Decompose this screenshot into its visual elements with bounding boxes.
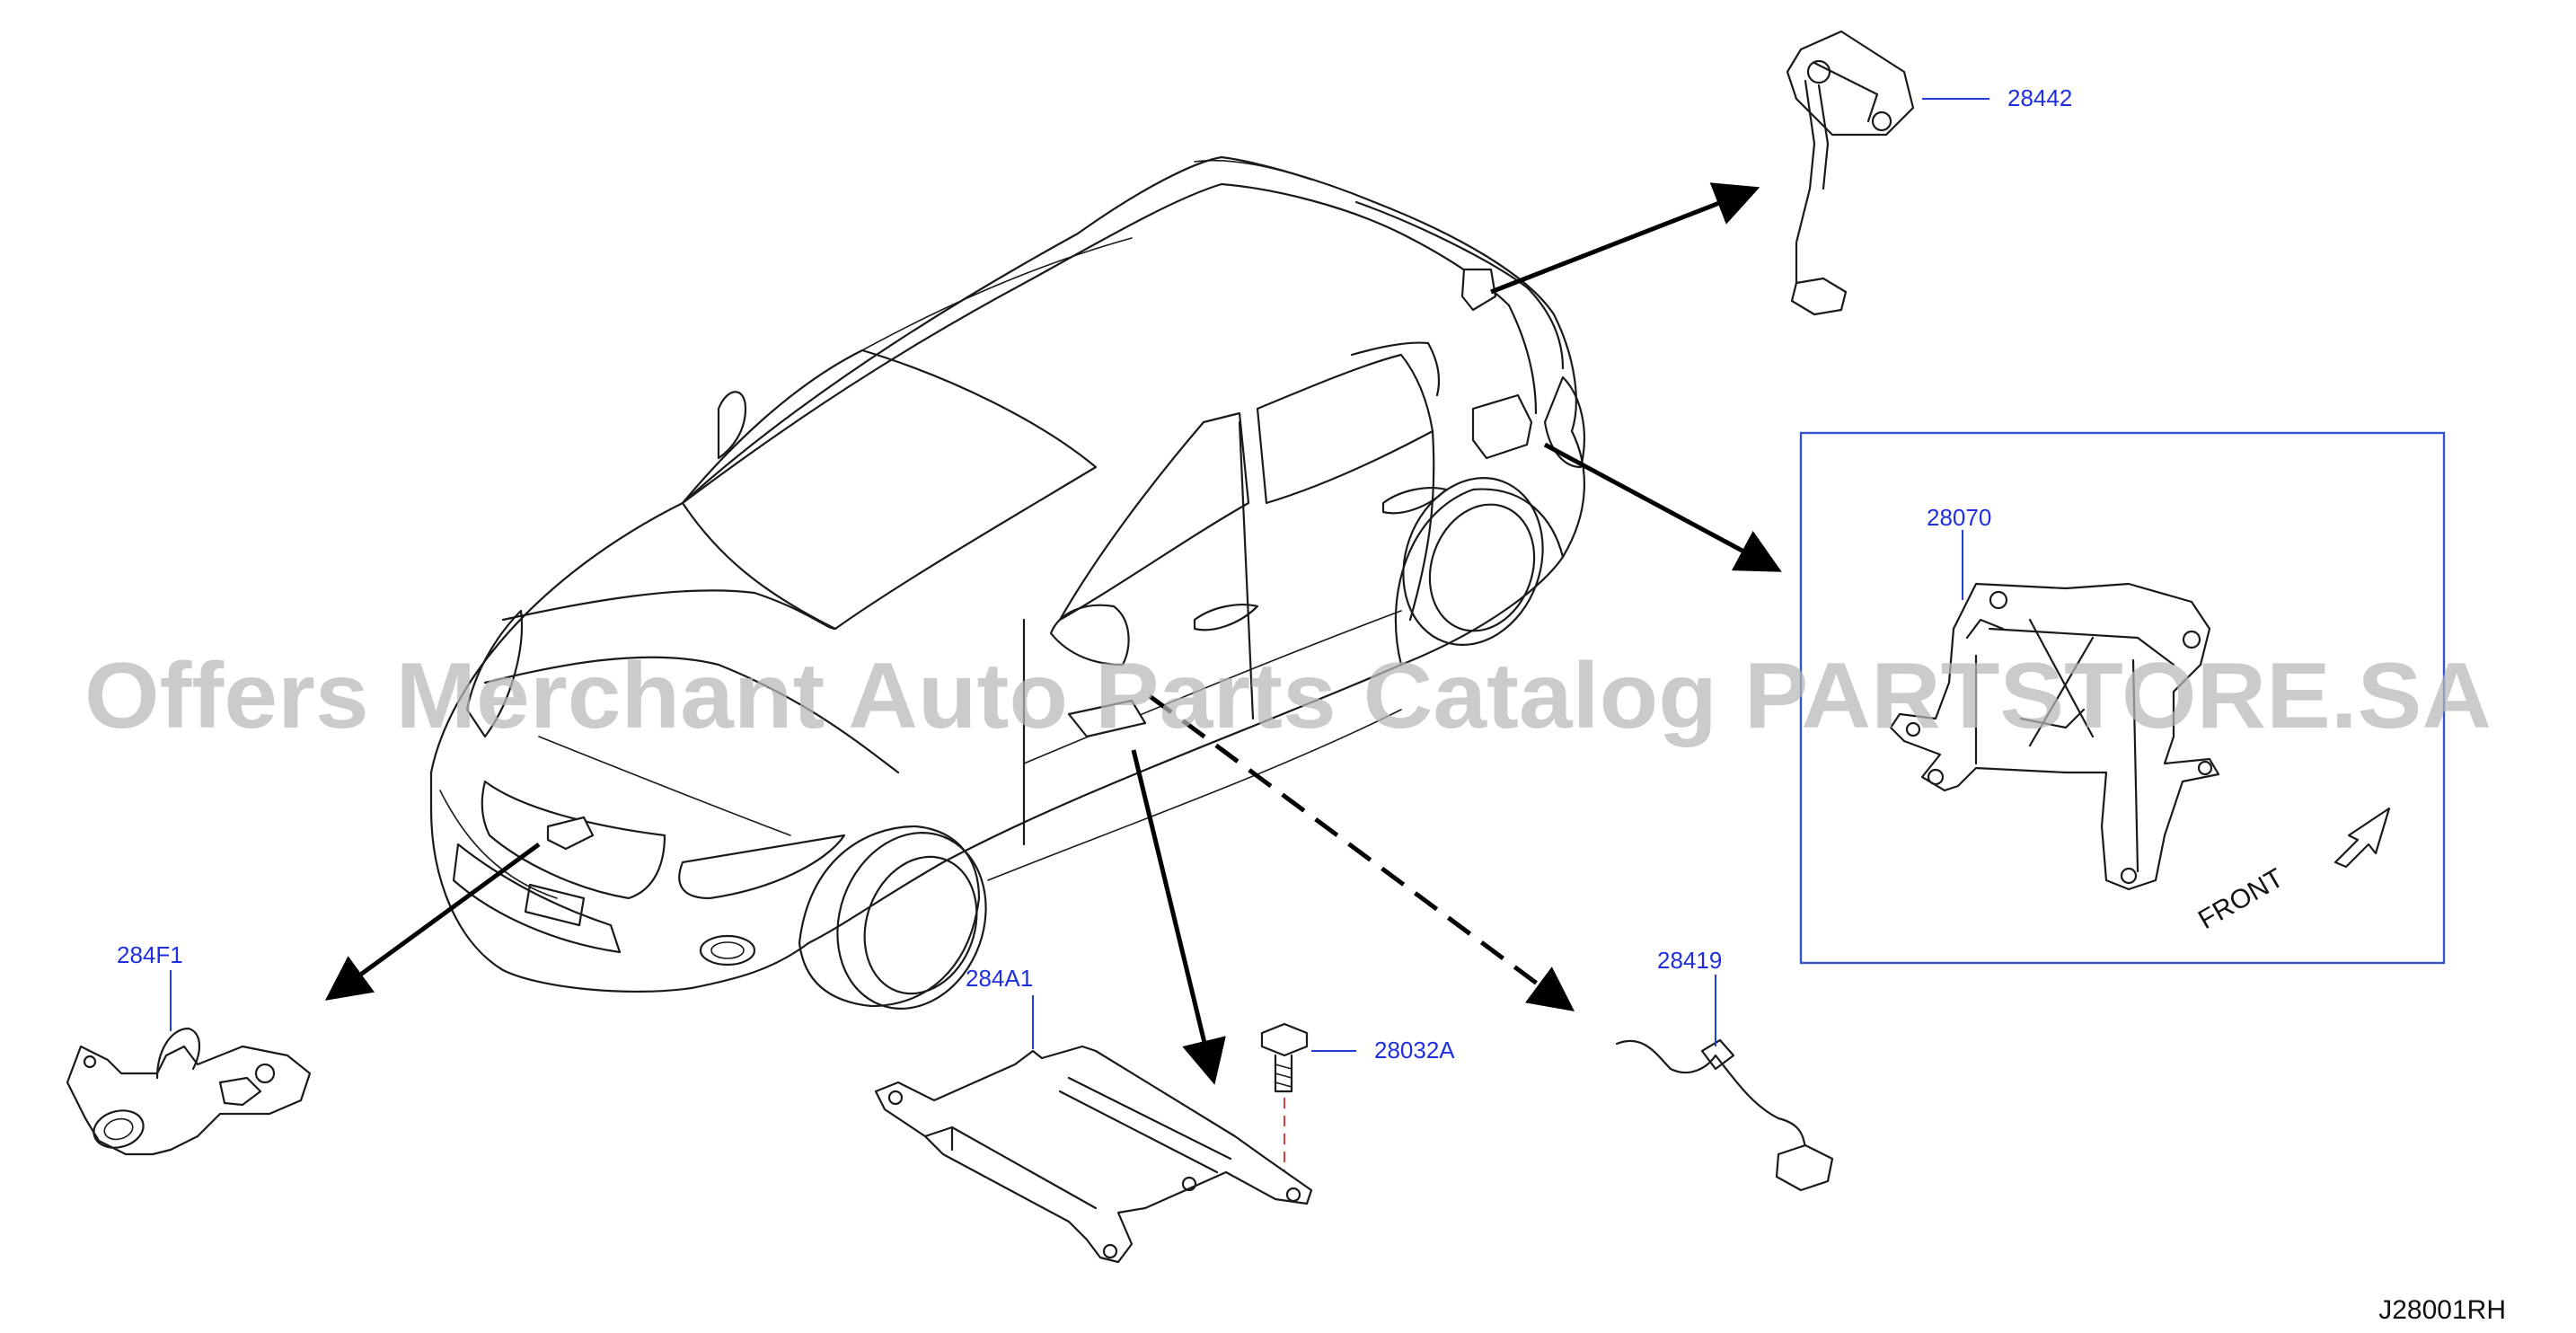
callout-box-28070 [1799,431,2446,965]
part-number-284A1[interactable]: 284A1 [966,965,1033,992]
part-28442-camera[interactable]: 28442 [1786,30,2072,316]
arrow-to-284F1 [324,842,541,1001]
arrow-to-28442 [1490,182,1760,295]
part-28032A-screw[interactable]: 28032A [1260,1022,1455,1195]
front-direction-indicator: FRONT [2193,807,2391,935]
part-number-28419[interactable]: 28419 [1657,947,1722,974]
diagram-reference-code: J28001RH [2378,1295,2506,1325]
arrow-to-28070 [1543,442,1782,572]
watermark-text: Offers Merchant Auto Parts Catalog PARTS… [84,644,2492,748]
location-arrows [324,182,1782,1085]
part-284A1-module[interactable]: 284A1 [874,965,1313,1264]
part-number-28032A[interactable]: 28032A [1374,1037,1455,1064]
part-28419-harness[interactable]: 28419 [1615,947,1834,1192]
part-28070-bracket[interactable] [1889,582,2220,891]
arrow-to-284A1 [1131,749,1226,1085]
arrow-to-28419 [1148,693,1575,1011]
front-label: FRONT [2193,863,2289,935]
part-number-28070[interactable]: 28070 [1927,504,1991,531]
part-284F1-front-camera[interactable]: 284F1 [66,941,312,1156]
vehicle-illustration [429,155,1586,1010]
part-number-284F1[interactable]: 284F1 [117,941,183,968]
part-number-28442[interactable]: 28442 [2007,84,2072,111]
